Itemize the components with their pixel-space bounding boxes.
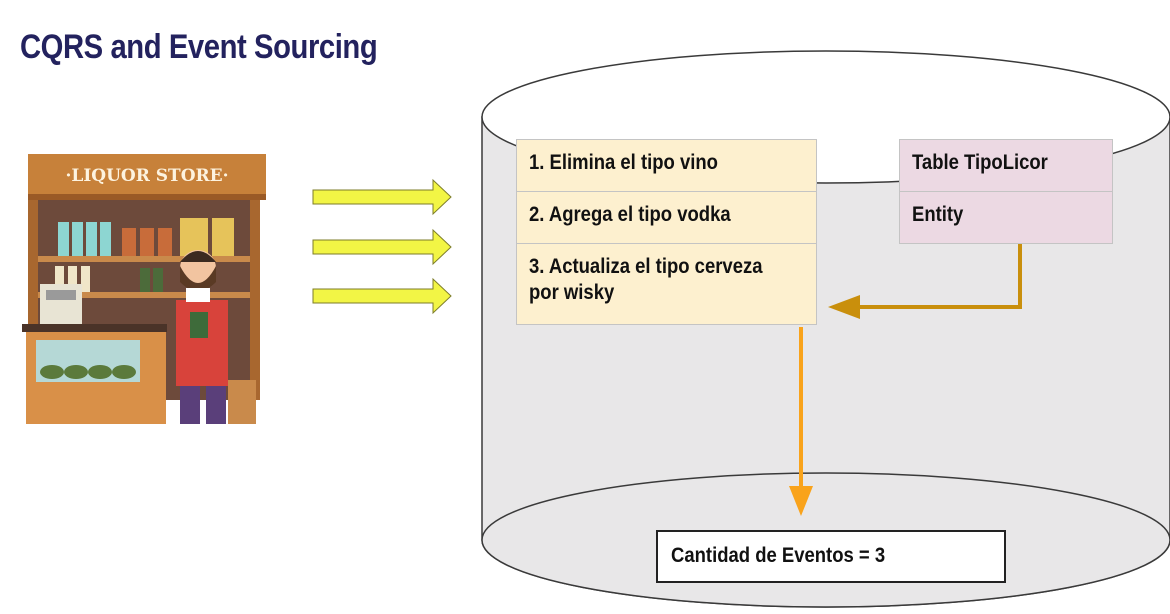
table-title: Table TipoLicor xyxy=(912,151,1048,174)
event-item: 2. Agrega el tipo vodka xyxy=(516,191,817,244)
event-item: 3. Actualiza el tipo cerveza por wisky xyxy=(516,243,817,325)
event-item: 1. Elimina el tipo vino xyxy=(516,139,817,192)
event-label: 3. Actualiza el tipo cerveza xyxy=(529,255,763,278)
input-arrow xyxy=(312,228,452,266)
event-count-label: Cantidad de Eventos = 3 xyxy=(671,544,886,567)
input-arrow xyxy=(312,277,452,315)
event-label: 1. Elimina el tipo vino xyxy=(529,151,718,174)
store-sign: ·LIQUOR STORE· xyxy=(65,166,228,186)
event-label-continued: por wisky xyxy=(529,281,615,304)
count-arrow xyxy=(789,327,813,516)
input-arrow xyxy=(312,178,452,216)
database-cylinder xyxy=(481,50,1170,608)
page-title: CQRS and Event Sourcing xyxy=(20,28,378,66)
entity-box: Entity xyxy=(899,191,1113,244)
entity-arrow xyxy=(828,244,1022,319)
table-title-box: Table TipoLicor xyxy=(899,139,1113,192)
event-label: 2. Agrega el tipo vodka xyxy=(529,203,731,226)
event-count-box: Cantidad de Eventos = 3 xyxy=(656,530,1006,583)
liquor-store-illustration: ·LIQUOR STORE· xyxy=(22,154,266,424)
entity-label: Entity xyxy=(912,203,964,226)
